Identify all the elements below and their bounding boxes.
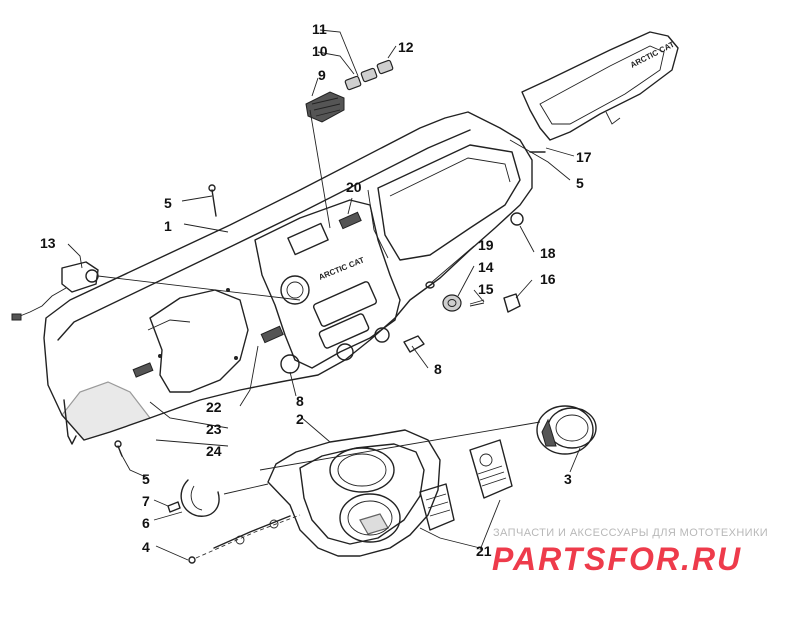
callout-5c: 5 bbox=[142, 471, 150, 487]
callout-15: 15 bbox=[478, 281, 494, 297]
leader-lines bbox=[67, 29, 581, 561]
callout-9: 9 bbox=[318, 67, 326, 83]
part-17-visor: ARCTIC CAT bbox=[521, 31, 679, 141]
callout-20: 20 bbox=[346, 179, 362, 195]
callout-13: 13 bbox=[40, 235, 56, 251]
callout-5a: 5 bbox=[164, 195, 172, 211]
watermark-logo[interactable]: PARTSFOR.RU bbox=[492, 541, 743, 577]
callout-3: 3 bbox=[564, 471, 572, 487]
embossed-brand-text: ARCTIC CAT bbox=[317, 255, 365, 281]
callout-19: 19 bbox=[478, 237, 494, 253]
callout-1: 1 bbox=[164, 218, 172, 234]
svg-text:ARCTIC CAT: ARCTIC CAT bbox=[629, 40, 676, 70]
part-9-switch bbox=[305, 91, 345, 123]
callout-11: 11 bbox=[312, 21, 327, 37]
callout-8b: 8 bbox=[296, 393, 304, 409]
callout-21: 21 bbox=[476, 543, 492, 559]
callout-8a: 8 bbox=[434, 361, 442, 377]
callout-14: 14 bbox=[478, 259, 494, 275]
callout-23: 23 bbox=[206, 421, 222, 437]
callout-18: 18 bbox=[540, 245, 556, 261]
callout-4: 4 bbox=[142, 539, 150, 555]
callout-6: 6 bbox=[142, 515, 150, 531]
callout-10: 10 bbox=[312, 43, 328, 59]
callout-24: 24 bbox=[206, 443, 222, 459]
part-21-decals bbox=[419, 439, 513, 531]
part-4-screws bbox=[188, 514, 301, 564]
callout-labels: 1 2 3 4 5 5 5 6 7 8 8 9 10 11 12 13 14 1… bbox=[40, 21, 592, 559]
callout-5b: 5 bbox=[576, 175, 584, 191]
callout-2: 2 bbox=[296, 411, 304, 427]
part-3-gauge bbox=[536, 405, 597, 455]
callout-16: 16 bbox=[540, 271, 556, 287]
part-7-clip bbox=[167, 501, 181, 513]
callout-22: 22 bbox=[206, 399, 222, 415]
parts-10-11-12-caps bbox=[344, 59, 394, 91]
part-2-instrument-bezel bbox=[267, 429, 441, 557]
callout-17: 17 bbox=[576, 149, 592, 165]
small-hardware-parts bbox=[403, 212, 524, 353]
part-5-screws bbox=[114, 151, 546, 457]
part-6-trim-ring bbox=[180, 479, 220, 517]
callout-12: 12 bbox=[398, 39, 414, 55]
callout-7: 7 bbox=[142, 493, 150, 509]
watermark-subtitle: ЗАПЧАСТИ И АКСЕССУАРЫ ДЛЯ МОТОТЕХНИКИ bbox=[493, 527, 769, 539]
